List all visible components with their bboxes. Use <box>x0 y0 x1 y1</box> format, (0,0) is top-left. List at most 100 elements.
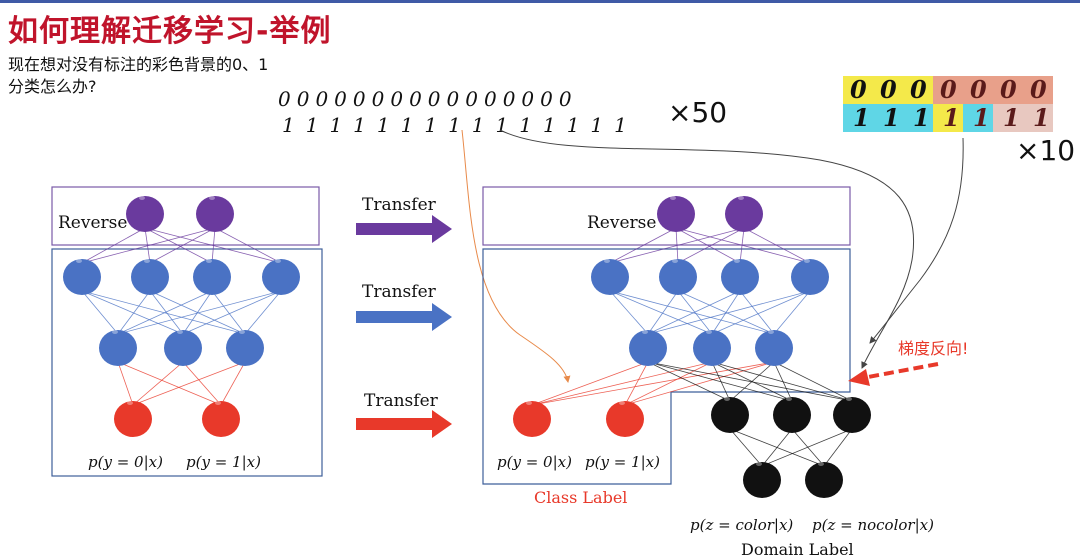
blue-node-highlight <box>604 259 610 263</box>
blue-node-highlight <box>768 330 774 334</box>
red-node <box>513 401 551 437</box>
red-edge <box>624 361 775 406</box>
color-digit-cell <box>873 104 903 132</box>
domain-label-caption: Domain Label <box>741 540 854 558</box>
purple-edge <box>675 227 741 264</box>
source-data-arrow <box>461 129 571 383</box>
blue-node-highlight <box>734 259 740 263</box>
question-line-1: 现在想对没有标注的彩色背景的0、1 <box>8 55 269 74</box>
blue-node-highlight <box>239 330 245 334</box>
black-edge <box>773 361 793 402</box>
left-output-label-1: p(y = 1|x) <box>186 453 261 471</box>
black-node-highlight <box>786 397 792 401</box>
mnist-count-label: ×50 <box>668 96 727 129</box>
blue-node <box>164 330 202 366</box>
transfer-arrow-purple: Transfer <box>356 195 452 243</box>
transfer-arrow-shape-2 <box>356 303 452 331</box>
blue-node <box>791 259 829 295</box>
transfer-label-1: Transfer <box>362 195 437 215</box>
blue-edge <box>647 290 741 335</box>
black-edge <box>711 361 731 402</box>
blue-edge <box>211 290 246 335</box>
purple-node <box>196 196 234 232</box>
red-node <box>202 401 240 437</box>
black-node-highlight <box>818 462 824 466</box>
target-domain-arrow <box>869 137 964 344</box>
blue-node <box>659 259 697 295</box>
purple-edge <box>149 227 216 264</box>
question-text: 现在想对没有标注的彩色背景的0、1 分类怎么办? <box>8 54 368 98</box>
black-node-highlight <box>724 397 730 401</box>
red-edge <box>132 361 246 406</box>
black-edge <box>729 428 763 467</box>
color-digit-zero: 0 <box>970 75 987 104</box>
blue-edge <box>739 290 775 335</box>
color-digit-one: 1 <box>943 103 960 132</box>
color-count-label: ×10 <box>1016 134 1075 167</box>
blue-node <box>721 259 759 295</box>
purple-node-highlight <box>209 196 215 200</box>
color-digit-cell <box>1023 104 1053 132</box>
color-digit-zero: 0 <box>1030 75 1047 104</box>
black-node <box>743 462 781 498</box>
right-reverse-box <box>482 186 851 246</box>
color-digit-cell <box>933 76 963 104</box>
blue-edge <box>647 290 811 335</box>
purple-edge <box>609 227 745 264</box>
red-edge <box>624 361 713 406</box>
red-edge <box>531 361 713 406</box>
domain-output-label-1: p(z = nocolor|x) <box>812 516 934 534</box>
right-output-label-0: p(y = 0|x) <box>497 453 572 471</box>
blue-node-highlight <box>804 259 810 263</box>
blue-node <box>629 330 667 366</box>
black-edge <box>647 361 793 402</box>
red-node-highlight <box>127 401 133 405</box>
gradient-reverse-arrow-head <box>848 369 870 386</box>
black-edge <box>773 361 853 402</box>
page-title: 如何理解迁移学习-举例 <box>8 14 332 49</box>
blue-node-highlight <box>76 259 82 263</box>
blue-edge <box>149 290 184 335</box>
left-network <box>63 196 300 437</box>
right-output-label-1: p(y = 1|x) <box>585 453 660 471</box>
purple-edge <box>81 227 216 264</box>
color-digit-one: 1 <box>973 103 990 132</box>
red-edge <box>531 361 775 406</box>
gradient-reverse-label: 梯度反向! <box>898 339 968 358</box>
purple-node-highlight <box>738 196 744 200</box>
blue-node <box>755 330 793 366</box>
red-edge <box>117 361 222 406</box>
blue-node-highlight <box>706 330 712 334</box>
blue-edge <box>677 290 713 335</box>
black-edge <box>647 361 731 402</box>
blue-node-highlight <box>177 330 183 334</box>
purple-node <box>725 196 763 232</box>
blue-edge <box>182 290 282 335</box>
color-digit-cell <box>903 104 933 132</box>
class-label-caption: Class Label <box>534 488 627 507</box>
purple-node-highlight <box>670 196 676 200</box>
color-digit-zero: 0 <box>910 75 927 104</box>
left-output-label-0: p(y = 0|x) <box>88 453 163 471</box>
black-edge <box>823 428 853 467</box>
transfer-label-2: Transfer <box>362 282 437 302</box>
black-node-highlight <box>756 462 762 466</box>
red-node <box>606 401 644 437</box>
color-digit-cell <box>903 76 933 104</box>
black-node <box>833 397 871 433</box>
blue-edge <box>182 290 213 335</box>
blue-node-highlight <box>642 330 648 334</box>
color-digit-cell <box>873 76 903 104</box>
purple-edge <box>675 227 811 264</box>
purple-edge <box>743 227 811 264</box>
purple-edge <box>609 227 677 264</box>
color-digit-one: 1 <box>883 103 900 132</box>
blue-node-highlight <box>144 259 150 263</box>
color-digit-zero: 0 <box>850 75 867 104</box>
right-network <box>513 196 871 498</box>
black-node-highlight <box>846 397 852 401</box>
purple-edge <box>739 227 745 264</box>
black-edge <box>711 361 853 402</box>
transfer-arrow-shape-1 <box>356 215 452 243</box>
